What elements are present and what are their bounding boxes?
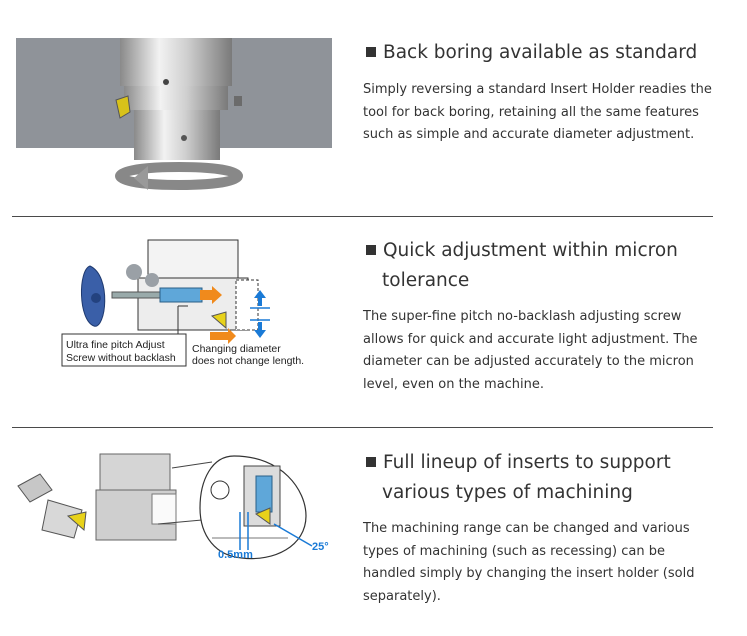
bullet-square-icon <box>366 245 376 255</box>
section-title: Quick adjustment within micron tolerance <box>366 236 678 296</box>
section-divider <box>12 216 713 217</box>
bullet-square-icon <box>366 47 376 57</box>
screw-label-line2: Screw without backlash <box>66 352 176 364</box>
diameter-label-line1: Changing diameter <box>192 343 281 355</box>
screw-label-line1: Ultra fine pitch Adjust <box>66 339 165 351</box>
bullet-square-icon <box>366 457 376 467</box>
section-description: The super-fine pitch no-backlash adjusti… <box>363 309 698 392</box>
section-description: Simply reversing a standard Insert Holde… <box>363 82 712 142</box>
angle-label: 25° <box>312 541 329 553</box>
section-description: The machining range can be changed and v… <box>363 521 695 604</box>
offset-label: 0.5mm <box>218 549 253 561</box>
adjustment-screw-illustration: Ultra fine pitch Adjust Screw without ba… <box>60 236 320 372</box>
back-boring-illustration <box>16 38 332 194</box>
section-divider <box>12 427 713 428</box>
insert-lineup-illustration: 0.5mm 25° <box>12 446 342 564</box>
section-title: Full lineup of inserts to support variou… <box>366 448 671 508</box>
section-title: Back boring available as standard <box>366 38 697 68</box>
diameter-label-line2: does not change length. <box>192 355 304 367</box>
